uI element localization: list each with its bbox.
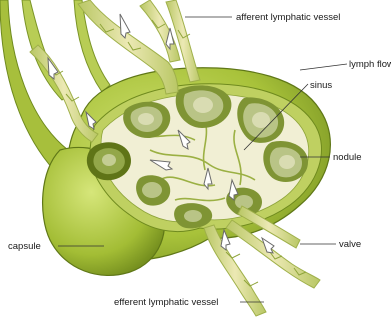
label-capsule: capsule [8,241,41,252]
label-valve: valve [339,239,361,250]
label-efferent: efferent lymphatic vessel [114,297,218,308]
label-sinus: sinus [310,80,332,91]
leader-lymph-flow [300,64,347,70]
label-afferent: afferent lymphatic vessel [236,12,340,23]
label-lymph-flow: lymph flow [349,59,391,70]
label-nodule: nodule [333,152,362,163]
